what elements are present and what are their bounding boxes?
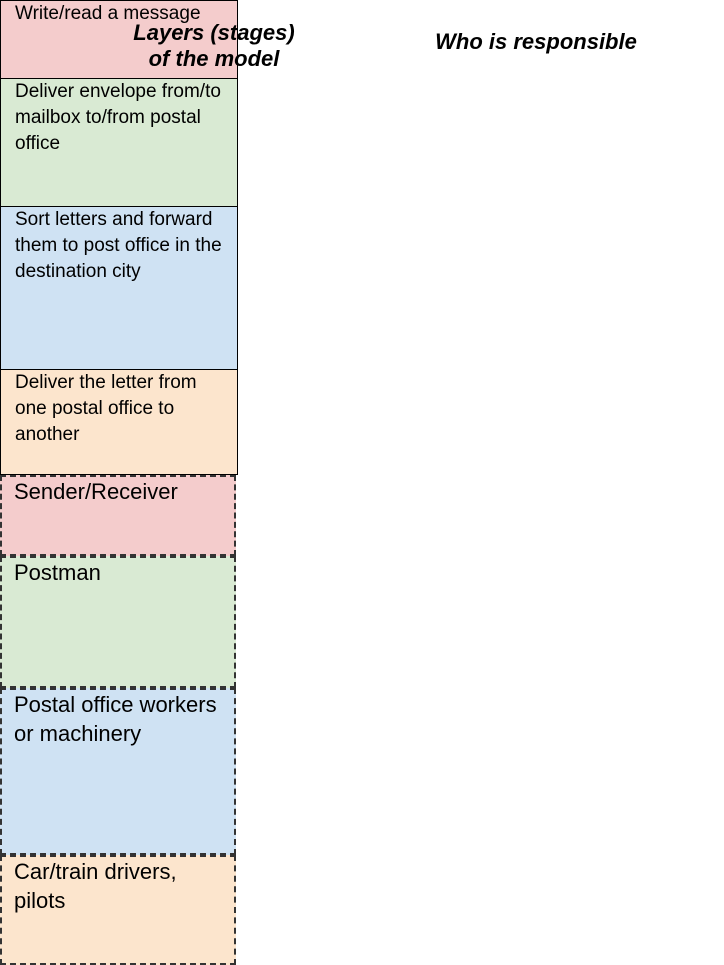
role-label: Sender/Receiver [14, 479, 178, 504]
role-label: Postman [14, 560, 101, 585]
role-label: Postal office workers or machinery [14, 692, 217, 746]
role-label: Car/train drivers, pilots [14, 859, 177, 913]
role-box-sender-receiver: Sender/Receiver [0, 475, 236, 556]
layer-label: Write/read a message [15, 3, 201, 24]
layer-box-sorting: Sort letters and forward them to post of… [0, 207, 238, 370]
layers-column-title: Layers (stages) of the model [133, 20, 295, 71]
layer-box-transport: Deliver the letter from one postal offic… [0, 370, 238, 475]
layer-box-mailbox: Deliver envelope from/to mailbox to/from… [0, 79, 238, 207]
role-box-postman: Postman [0, 556, 236, 688]
layer-label: Deliver the letter from one postal offic… [15, 372, 197, 445]
role-box-drivers-pilots: Car/train drivers, pilots [0, 855, 236, 965]
role-box-postal-workers: Postal office workers or machinery [0, 688, 236, 855]
layer-box-message: Write/read a message [0, 0, 238, 79]
layer-label: Sort letters and forward them to post of… [15, 209, 222, 282]
layer-label: Deliver envelope from/to mailbox to/from… [15, 81, 221, 154]
responsible-column-title: Who is responsible [435, 29, 637, 54]
